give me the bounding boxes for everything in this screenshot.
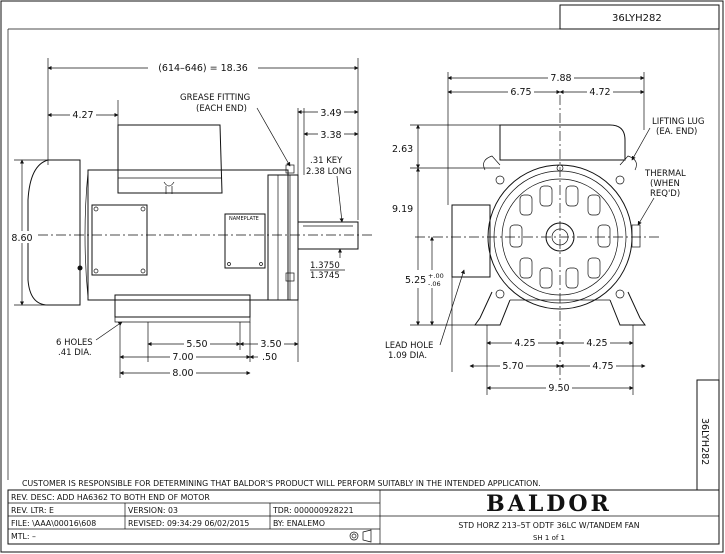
nameplate (224, 213, 266, 269)
disclaimer: CUSTOMER IS RESPONSIBLE FOR DETERMINING … (22, 479, 541, 488)
capacitor-cover (117, 124, 223, 194)
dim-570: 5.70 (502, 361, 523, 372)
foot-right (609, 291, 646, 326)
lifting-lug-right (619, 155, 637, 171)
dim-525-tol-plus: +.00 (428, 272, 444, 280)
dim-425-left: 4.25 (514, 338, 535, 349)
dim-700: 7.00 (172, 352, 193, 363)
label-each-end: (EACH END) (196, 104, 247, 114)
thermal-box (631, 224, 641, 248)
grease-fitting-bottom (285, 272, 295, 282)
dim-675: 6.75 (510, 87, 531, 98)
revised: REVISED: 09:34:29 06/02/2015 (128, 519, 249, 528)
dim-050: .50 (262, 352, 277, 363)
mtl: MTL: – (11, 532, 36, 541)
label-lead-hole-dia: 1.09 DIA. (388, 351, 427, 361)
projection-symbol-icon (349, 529, 372, 543)
foot-left (474, 291, 511, 326)
dim-overall-length: (614–646) = 18.36 (158, 63, 248, 74)
brand-logo: BALDOR (486, 491, 612, 517)
conduit-box (91, 204, 148, 276)
dim-338: 3.38 (320, 130, 341, 141)
side-view: NAMEPLATE (614–646) = 18.36 4.27 3.49 3.… (9, 58, 375, 379)
dim-472: 4.72 (589, 87, 610, 98)
dim-525-tol-minus: -.06 (428, 280, 441, 288)
dim-349: 3.49 (320, 108, 341, 119)
label-grease-fitting: GREASE FITTING (180, 93, 250, 103)
label-key-long: 2.38 LONG (306, 167, 352, 177)
label-thermal-when: (WHEN (650, 179, 680, 189)
dim-800: 8.00 (172, 368, 193, 379)
rev-desc: REV. DESC: ADD HA6362 TO BOTH END OF MOT… (11, 493, 210, 502)
label-thermal: THERMAL (644, 169, 686, 179)
dim-860: 8.60 (11, 233, 32, 244)
dim-525: 5.25 (405, 275, 426, 286)
dim-427: 4.27 (72, 110, 93, 121)
label-thermal-reqd: REQ'D) (650, 189, 680, 199)
nameplate-label: NAMEPLATE (229, 216, 259, 222)
dim-788: 7.88 (550, 73, 571, 84)
title-block: REV. DESC: ADD HA6362 TO BOTH END OF MOT… (7, 489, 720, 545)
version: VERSION: 03 (128, 506, 178, 515)
dim-shaft-dia-a: 1.3750 (310, 261, 340, 271)
end-view: 7.88 6.75 4.72 2.63 9.19 5.25 +.00 -.06 … (385, 72, 704, 395)
drawing-number: 36LYH282 (612, 13, 662, 24)
grease-fitting-top (285, 164, 295, 174)
label-lifting-lug: LIFTING LUG (652, 117, 704, 127)
label-lead-hole: LEAD HOLE (385, 341, 433, 351)
dim-919: 9.19 (392, 204, 413, 215)
dim-shaft-dia-b: 1.3745 (310, 271, 340, 281)
rear-fan-cover (27, 159, 81, 306)
end-conduit-box (451, 204, 491, 278)
side-drawing-number: 36LYH282 (699, 418, 710, 465)
dim-550: 5.50 (186, 339, 207, 350)
dim-350: 3.50 (260, 339, 281, 350)
label-key: .31 KEY (310, 156, 343, 166)
end-capacitor (499, 124, 626, 161)
description: STD HORZ 213–5T ODTF 36LC W/TANDEM FAN (458, 521, 639, 530)
file-path: FILE: \AAA\00016\608 (11, 519, 96, 528)
sheet: SH 1 of 1 (533, 534, 565, 542)
label-lifting-lug-end: (EA. END) (656, 127, 697, 137)
rev-ltr: REV. LTR: E (11, 506, 54, 515)
label-hole-dia: .41 DIA. (58, 348, 92, 358)
by: BY: ENALEMO (273, 519, 325, 528)
drawing-number-box (559, 4, 720, 30)
dim-950: 9.50 (548, 383, 569, 394)
dim-425-right: 4.25 (586, 338, 607, 349)
base (114, 294, 251, 318)
label-holes: 6 HOLES (56, 338, 93, 348)
dim-263: 2.63 (392, 144, 413, 155)
tdr: TDR: 000000928221 (272, 506, 354, 515)
dim-475: 4.75 (592, 361, 613, 372)
